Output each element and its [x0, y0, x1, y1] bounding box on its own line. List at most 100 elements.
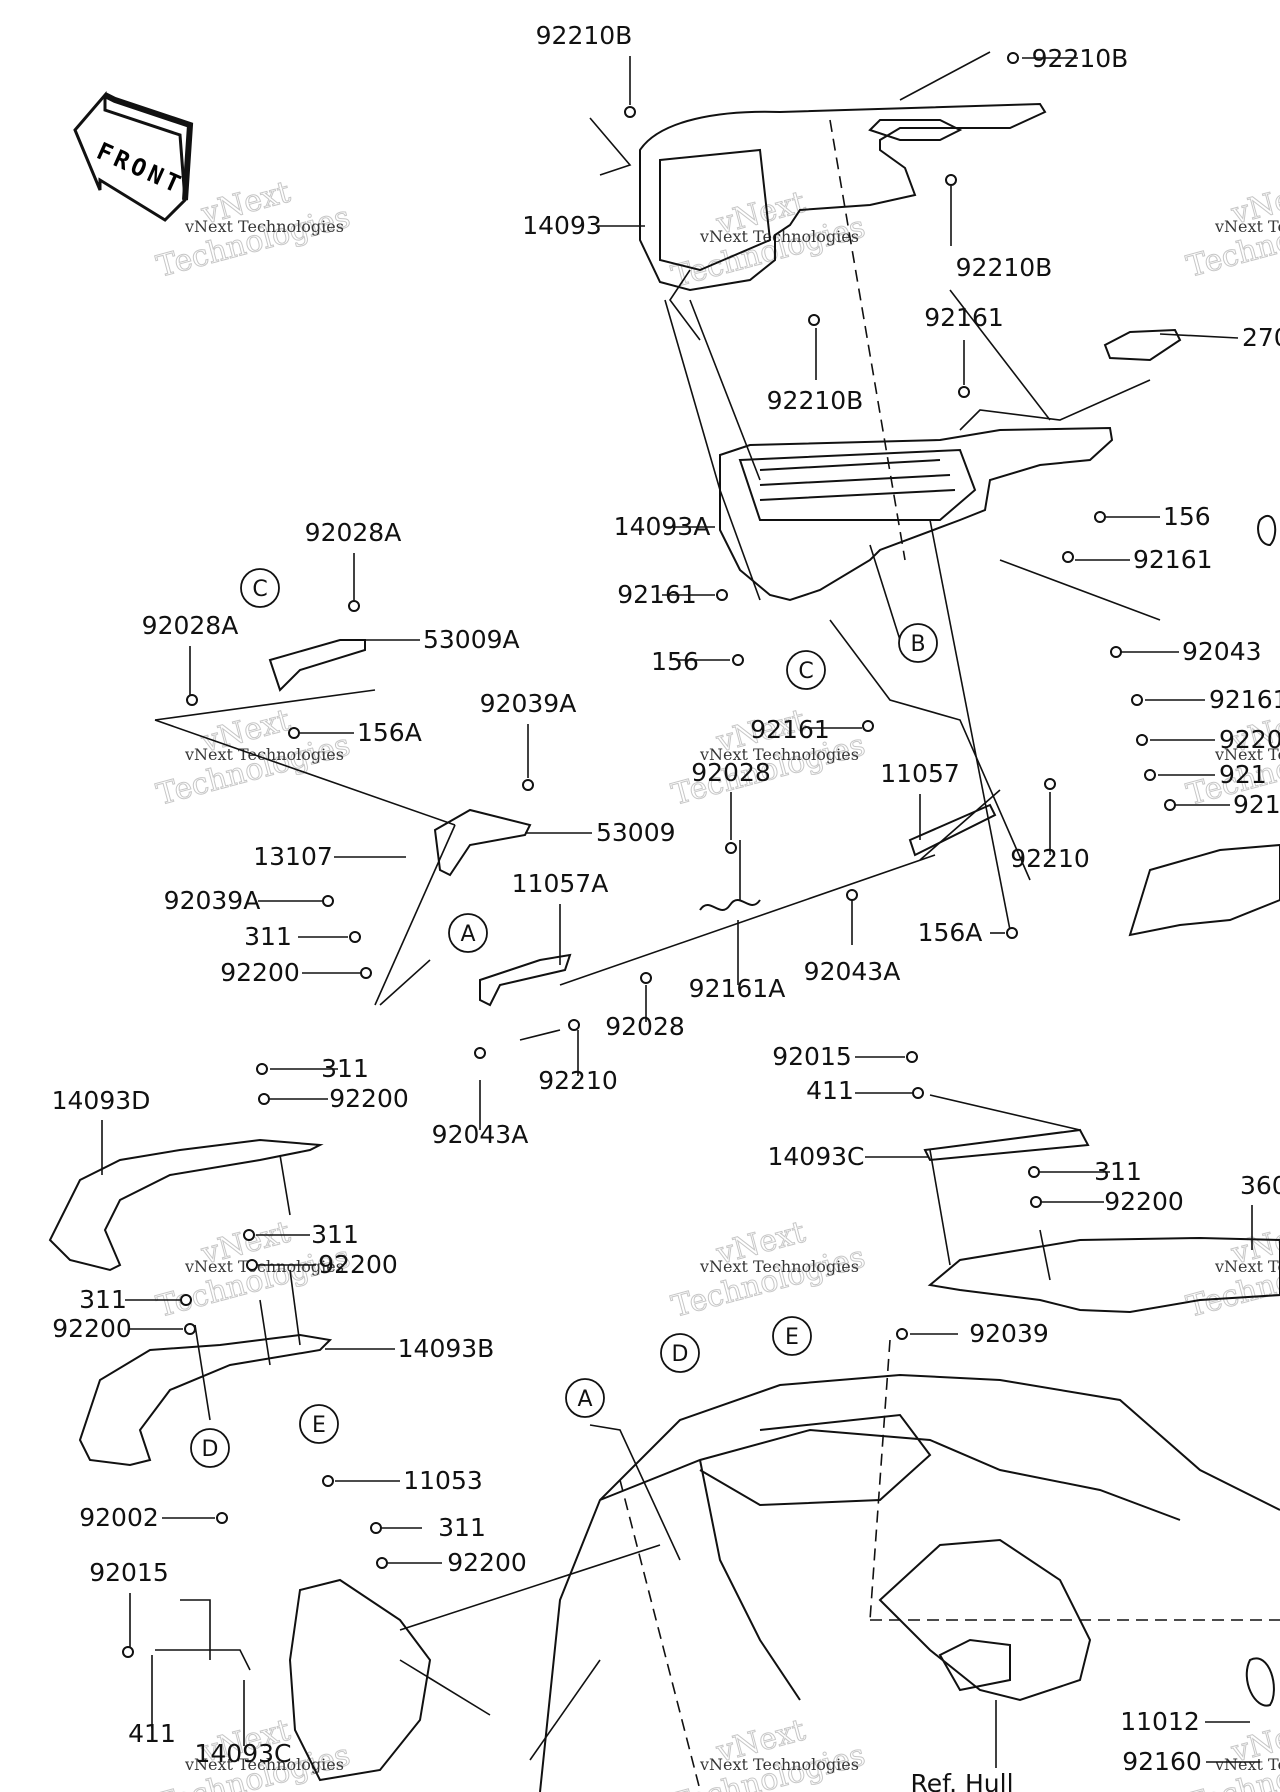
- ref-circle: [190, 1428, 230, 1468]
- fastener-marker: [258, 1093, 270, 1105]
- part-callout-92028a: 92028A: [305, 518, 401, 612]
- part-number-label: 92043A: [804, 957, 901, 986]
- watermark-text: vNext Technologies: [184, 745, 344, 764]
- circled-ref-d: D: [190, 1428, 230, 1468]
- part-callout-14093c: 14093C: [195, 1680, 292, 1768]
- front-arrow-badge: FRONT: [73, 90, 194, 222]
- part-number-label: 156: [1163, 502, 1211, 531]
- fastener-marker: [186, 694, 198, 706]
- part-number-label: 311: [244, 922, 292, 951]
- trim-14093B: [78, 1333, 333, 1467]
- part-callout-11057a: 11057A: [512, 869, 608, 965]
- part-number-label: 411: [128, 1719, 176, 1748]
- ref-letter: D: [202, 1437, 219, 1462]
- part-number-label: 13107: [253, 842, 333, 871]
- fastener-marker: [349, 931, 361, 943]
- fastener-marker: [624, 106, 636, 118]
- ref-letter: D: [672, 1342, 689, 1367]
- part-callout-92210: 92210: [1010, 778, 1090, 873]
- part-number-label: 92160: [1122, 1747, 1202, 1776]
- part-callout-92015: 92015: [772, 1042, 918, 1071]
- watermark-text: vNext Technologies: [1214, 1257, 1280, 1276]
- part-callout-156: 156: [651, 647, 744, 676]
- fastener-marker: [958, 386, 970, 398]
- part-number-label: 92039: [969, 1319, 1049, 1348]
- part-callout-14093c: 14093C: [768, 1142, 928, 1171]
- part-callout-92210b: 92210B: [945, 174, 1052, 282]
- part-callout-92161a: 92161A: [689, 920, 785, 1003]
- part-callout-92210b: 92210B: [1007, 44, 1129, 73]
- part-callout-92200: 92200: [376, 1548, 527, 1577]
- part-number-label: 53009A: [423, 625, 520, 654]
- circled-ref-a: A: [448, 913, 488, 953]
- fastener-marker: [1131, 694, 1143, 706]
- part-number-label: 92161: [750, 715, 830, 744]
- circled-ref-b: B: [898, 623, 938, 663]
- fastener-marker: [322, 1475, 334, 1487]
- part-number-label: 92002: [79, 1503, 159, 1532]
- part-callout-9220: 9220: [1136, 725, 1280, 754]
- part-drawings: [48, 102, 1280, 1792]
- part-callout-53009a: 53009A: [355, 625, 520, 654]
- fastener-marker: [732, 654, 744, 666]
- part-callout-36001: 36001: [1240, 1171, 1280, 1250]
- part-callout-411: 411: [128, 1655, 176, 1748]
- watermark-text: vNext Technologies: [184, 217, 344, 236]
- part-number-label: 270: [1242, 323, 1280, 352]
- part-number-label: 92210B: [767, 386, 864, 415]
- fastener-marker: [1144, 769, 1156, 781]
- part-callout-92200: 92200: [52, 1314, 196, 1343]
- part-number-label: 92043: [1182, 637, 1262, 666]
- fastener-marker: [322, 895, 334, 907]
- part-number-label: 311: [321, 1054, 369, 1083]
- part-callout-ref-hull: Ref. Hull: [910, 1700, 1014, 1792]
- part-callout-92161: 92161: [750, 715, 874, 744]
- part-callout-156: 156: [1094, 502, 1211, 531]
- part-callout-311: 311: [244, 922, 361, 951]
- part-callout-14093d: 14093D: [52, 1086, 151, 1175]
- part-callout-92039a: 92039A: [164, 886, 334, 915]
- part-number-label: 92210B: [1032, 44, 1129, 73]
- fastener-marker: [862, 720, 874, 732]
- part-callout-13107: 13107: [253, 842, 406, 871]
- part-callout-921: 921: [1164, 790, 1280, 819]
- fastener-marker: [348, 600, 360, 612]
- watermark-text: vNext Technologies: [1214, 745, 1280, 764]
- fastener-marker: [522, 779, 534, 791]
- fastener-marker: [808, 314, 820, 326]
- watermark-text: vNext Technologies: [699, 227, 859, 246]
- fastener-marker: [256, 1063, 268, 1075]
- part-callout-92161: 92161: [924, 303, 1004, 398]
- part-number-label: 92200: [447, 1548, 527, 1577]
- fastener-marker: [246, 1259, 258, 1271]
- part-number-label: 411: [806, 1076, 854, 1105]
- part-callout-92028: 92028: [605, 972, 685, 1041]
- watermark-text: vNext Technologies: [699, 1755, 859, 1774]
- part-number-label: 92161: [1209, 685, 1280, 714]
- part-callout-270: 270: [1159, 323, 1280, 352]
- part-callout-311: 311: [1028, 1157, 1142, 1186]
- circled-ref-c: C: [786, 650, 826, 690]
- circled-ref-d: D: [660, 1333, 700, 1373]
- part-callout-92028a: 92028A: [142, 611, 238, 706]
- part-number-label: 921: [1219, 760, 1267, 789]
- fastener-marker: [912, 1087, 924, 1099]
- part-number-label: 11057: [880, 759, 960, 788]
- fastener-marker: [216, 1512, 228, 1524]
- ref-letter: C: [252, 577, 267, 602]
- ref-letter: A: [577, 1387, 592, 1412]
- part-number-label: 14093A: [614, 512, 711, 541]
- part-callout-92200: 92200: [1030, 1187, 1184, 1216]
- part-callout-921: 921: [1144, 760, 1267, 789]
- leader-line: [1159, 333, 1239, 339]
- fastener-marker: [474, 1047, 486, 1059]
- dashed-guides: [619, 119, 1280, 1791]
- part-number-label: 14093D: [52, 1086, 151, 1115]
- fastener-marker: [370, 1522, 382, 1534]
- part-callout-92210b: 92210B: [536, 21, 636, 118]
- part-number-label: 14093: [522, 211, 602, 240]
- ref-circle: [898, 623, 938, 663]
